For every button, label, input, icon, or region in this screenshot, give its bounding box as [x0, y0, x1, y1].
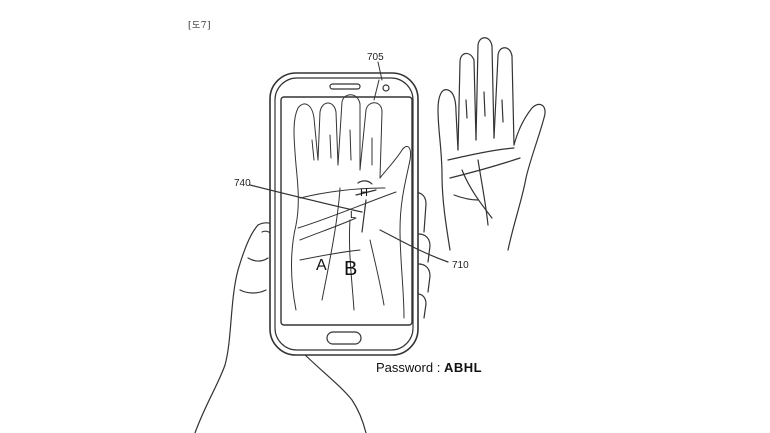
password-text: Password : ABHL	[376, 360, 482, 375]
password-value: ABHL	[443, 360, 483, 375]
letter-a: A	[316, 257, 327, 274]
letter-b: B	[344, 258, 357, 280]
screen-letters: A B H L	[316, 187, 368, 280]
screen-palm-image	[291, 94, 411, 319]
ref-710: 710	[452, 260, 469, 271]
reference-hand	[437, 37, 546, 251]
ref-740: 740	[234, 178, 251, 189]
letter-h: H	[360, 187, 368, 199]
smartphone	[269, 72, 419, 356]
overlay-lines	[249, 79, 449, 263]
letter-l: L	[350, 210, 356, 221]
ref-705: 705	[367, 52, 384, 63]
figure-label: [도7]	[188, 21, 212, 31]
password-label: Password :	[376, 360, 441, 375]
